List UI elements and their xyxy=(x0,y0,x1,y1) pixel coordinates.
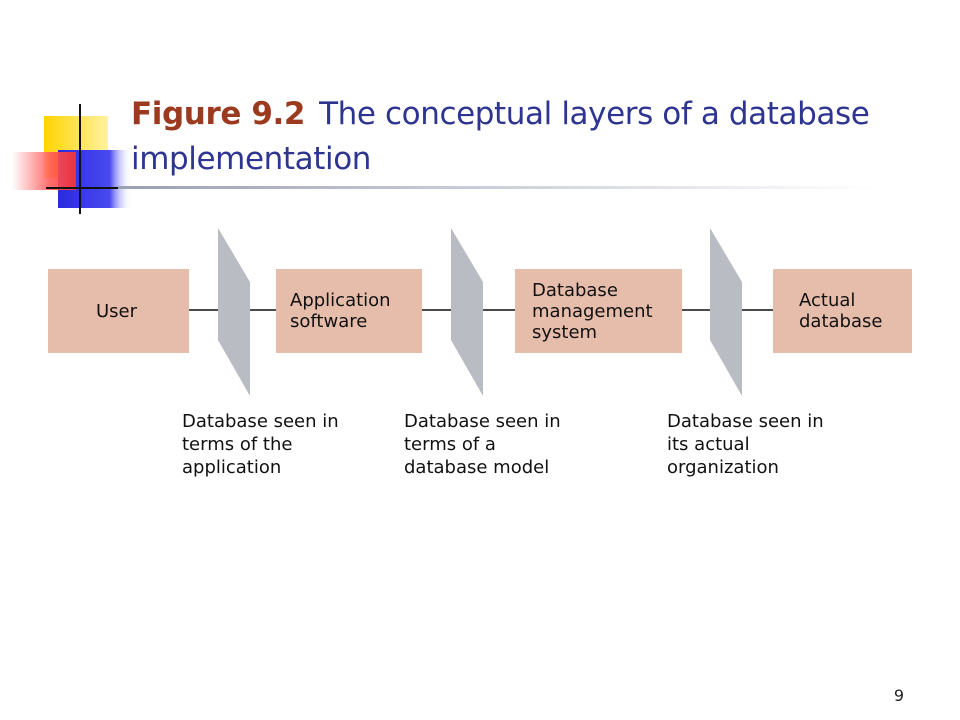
layer-label: Application software xyxy=(290,290,391,332)
separator-1 xyxy=(218,228,250,396)
title-text: The conceptual layers of a database impl… xyxy=(131,96,870,177)
layer-box-actual-database: Actual database xyxy=(773,269,912,353)
page-number: 9 xyxy=(893,686,904,705)
layer-label: User xyxy=(96,300,138,322)
view-caption-model: Database seen in terms of a database mod… xyxy=(404,411,561,478)
layer-box-dbms: Database management system xyxy=(515,269,682,353)
layer-label: Database management system xyxy=(532,279,653,343)
view-caption-organization: Database seen in its actual organization xyxy=(667,411,824,478)
layer-box-application-software: Application software xyxy=(276,269,422,353)
red-square xyxy=(12,152,76,190)
separator-2 xyxy=(451,228,483,396)
layer-box-user: User xyxy=(48,269,189,353)
view-caption-application: Database seen in terms of the applicatio… xyxy=(182,411,339,478)
figure-number: Figure 9.2 xyxy=(131,96,306,132)
corner-decoration xyxy=(12,104,132,214)
separator-3 xyxy=(710,228,742,396)
layer-label: Actual database xyxy=(799,290,883,332)
title-underline xyxy=(118,186,878,189)
